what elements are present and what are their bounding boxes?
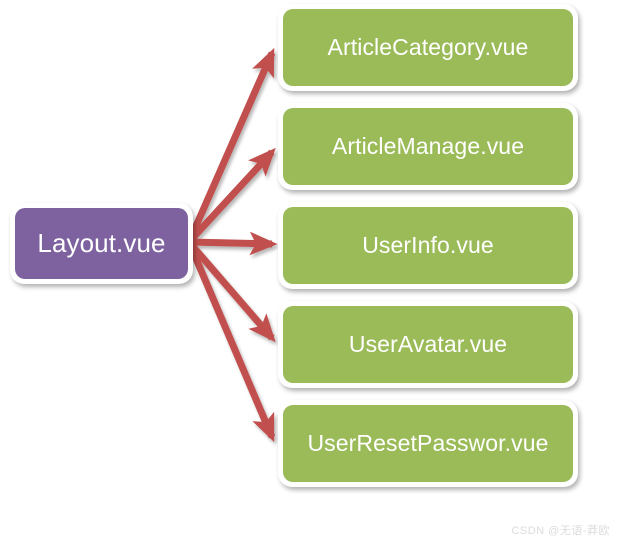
- node-user-avatar-vue[interactable]: UserAvatar.vue: [278, 301, 578, 388]
- node-user-info-vue[interactable]: UserInfo.vue: [278, 202, 578, 289]
- connector-arrow-to-user-avatar: [186, 239, 276, 343]
- node-article-manage-vue-label: ArticleManage.vue: [283, 108, 573, 185]
- connector-arrow-to-article-category: [185, 47, 276, 244]
- node-user-avatar-vue-label: UserAvatar.vue: [283, 306, 573, 383]
- node-user-reset-password-vue[interactable]: UserResetPasswor.vue: [278, 400, 578, 487]
- node-user-reset-password-vue-label: UserResetPasswor.vue: [283, 405, 573, 482]
- node-article-manage-vue[interactable]: ArticleManage.vue: [278, 103, 578, 190]
- node-article-category-vue[interactable]: ArticleCategory.vue: [278, 4, 578, 91]
- connector-arrow-to-user-info: [188, 231, 278, 256]
- node-user-info-vue-label: UserInfo.vue: [283, 207, 573, 284]
- node-article-category-vue-label: ArticleCategory.vue: [283, 9, 573, 86]
- connector-arrow-to-article-manage: [186, 147, 276, 245]
- watermark-text: CSDN @无语-莽欧: [511, 525, 610, 537]
- node-layout-vue[interactable]: Layout.vue: [10, 203, 193, 284]
- node-layout-vue-label: Layout.vue: [15, 208, 188, 279]
- connector-arrow-to-user-reset-password: [185, 240, 276, 443]
